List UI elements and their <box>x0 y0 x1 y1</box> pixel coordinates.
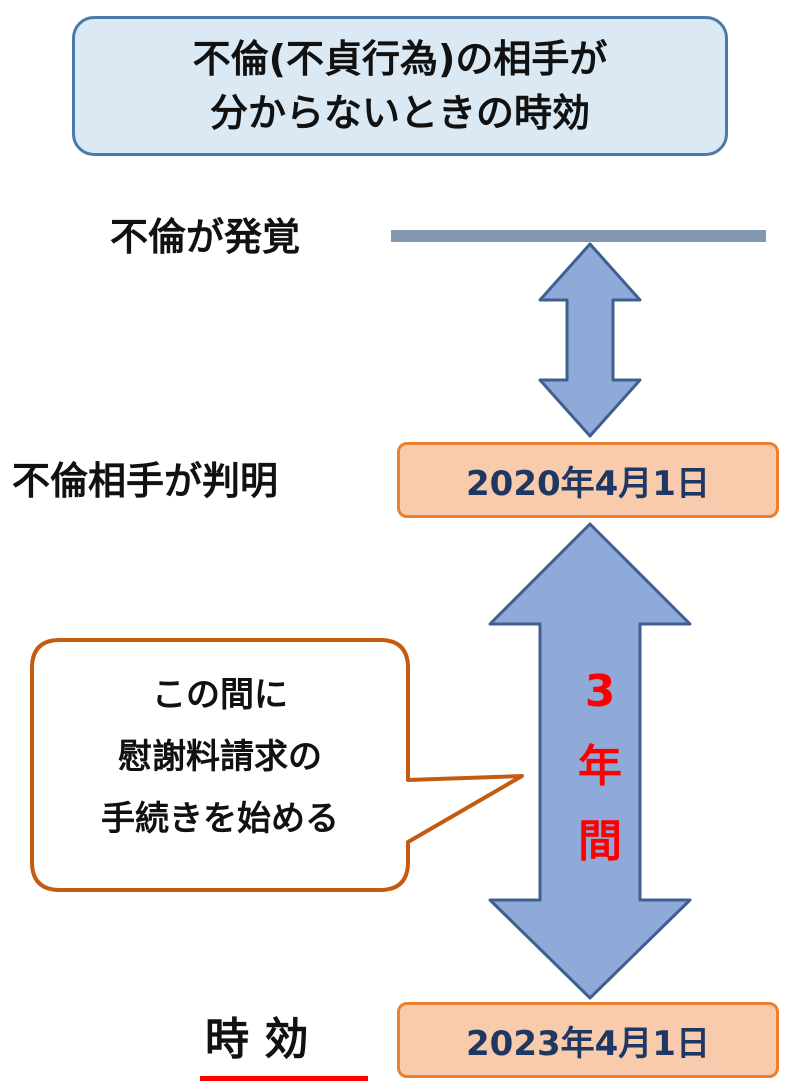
date-box-expiry: 2023年4月1日 <box>397 1002 779 1078</box>
callout-line-3: 手続きを始める <box>101 799 339 839</box>
span-char-3: 間 <box>578 816 622 867</box>
callout-line-2: 慰謝料請求の <box>118 737 322 777</box>
discovery-line <box>391 230 766 242</box>
date-box-identified: 2020年4月1日 <box>397 442 779 518</box>
callout-line-1: この間に <box>152 675 288 715</box>
expiry-underline <box>200 1076 368 1081</box>
double-arrow-short <box>538 242 642 438</box>
label-statute-expiry: 時 効 <box>205 1014 309 1065</box>
label-partner-identified: 不倫相手が判明 <box>12 459 279 503</box>
title-line-1: 不倫(不貞行為)の相手が <box>192 37 608 81</box>
diagram-title: 不倫(不貞行為)の相手が 分からないときの時効 <box>72 16 728 156</box>
label-affair-discovered: 不倫が発覚 <box>110 215 301 259</box>
callout-text: この間に 慰謝料請求の 手続きを始める <box>40 664 400 850</box>
title-line-2: 分からないときの時効 <box>209 91 590 135</box>
span-char-2: 年 <box>578 741 622 792</box>
span-char-1: 3 <box>584 666 616 717</box>
double-arrow-three-years <box>488 522 692 1000</box>
callout-bubble <box>30 638 524 892</box>
